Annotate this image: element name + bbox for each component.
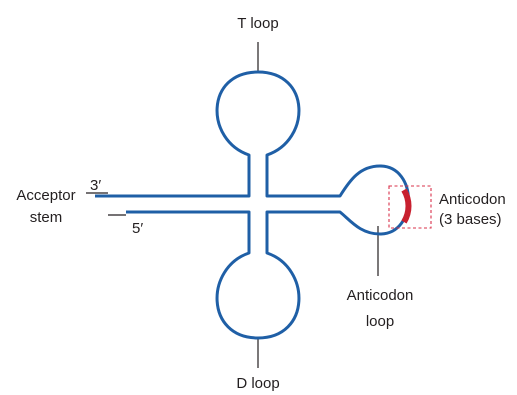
acceptor-stem-label-line1: Acceptor: [16, 187, 75, 204]
three-prime-label: 3′: [90, 177, 101, 194]
five-prime-label: 5′: [132, 220, 143, 237]
acceptor-stem-label-line2: stem: [30, 209, 63, 226]
t-loop-label: T loop: [237, 15, 278, 32]
d-loop-label: D loop: [236, 375, 279, 392]
anticodon-loop-label-line1: Anticodon: [347, 287, 414, 304]
anticodon-label-line2: (3 bases): [439, 211, 502, 228]
leader-lines: [86, 42, 379, 368]
anticodon-bases: [401, 188, 412, 224]
anticodon-highlight-box: [388, 185, 432, 229]
anticodon-label-line1: Anticodon: [439, 191, 506, 208]
anticodon-loop-label-line2: loop: [366, 313, 394, 330]
